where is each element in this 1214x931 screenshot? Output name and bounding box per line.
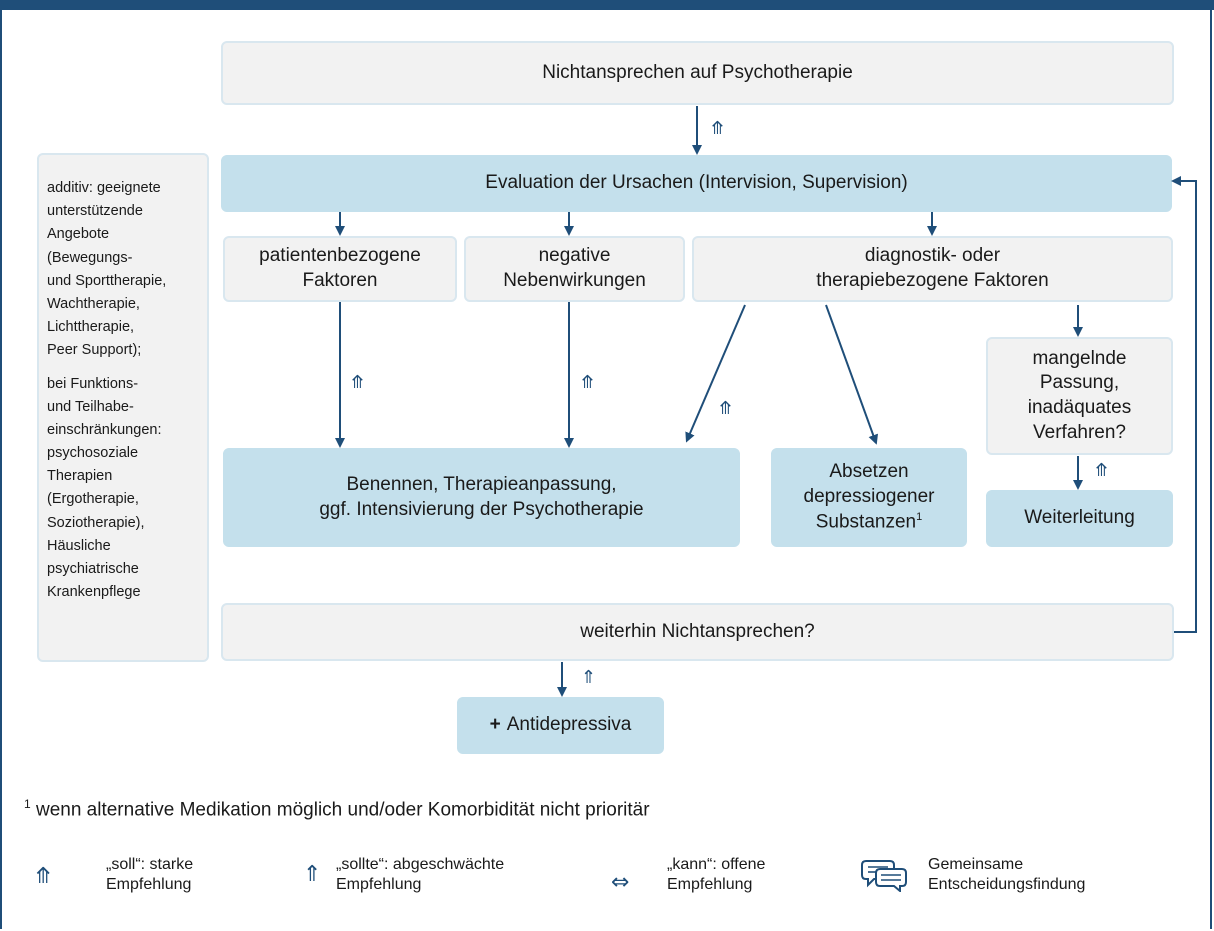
strong-recommendation-icon: ⤊	[1094, 460, 1110, 481]
diagnostic-line-1: diagnostik- oder	[864, 245, 1001, 267]
sidebar-line: unterstützende	[47, 203, 143, 220]
box-patient-factors: patientenbezogene Faktoren	[223, 236, 457, 302]
arrow-loop-back-to-evaluation	[1171, 176, 1197, 633]
mismatch-line-1: mangelnde	[1032, 347, 1127, 369]
box-naming-adjustment: Benennen, Therapieanpassung, ggf. Intens…	[223, 448, 740, 547]
patient-line-1: patientenbezogene	[259, 245, 421, 267]
sidebar-line: und Sporttherapie,	[47, 272, 167, 289]
legend-open-icon: ⇔	[611, 870, 630, 895]
plus-sign: +	[489, 714, 501, 736]
referral-label: Weiterleitung	[1024, 507, 1135, 529]
side-effects-line-2: Nebenwirkungen	[503, 270, 646, 291]
box-evaluation: Evaluation der Ursachen (Intervision, Su…	[221, 155, 1172, 212]
legend-strong-line-1: „soll“: starke	[106, 856, 194, 873]
legend-open: „kann“: offene Empfehlung	[667, 855, 765, 895]
sidebar-line: Lichttherapie,	[47, 319, 135, 336]
footnote: 1 wenn alternative Medikation möglich un…	[24, 797, 650, 821]
sidebar-line: bei Funktions-	[47, 375, 139, 392]
sidebar-line: Häusliche	[47, 537, 111, 554]
sidebar-line: und Teilhabe-	[47, 398, 134, 415]
legend-weak-line-1: „sollte“: abgeschwächte	[336, 856, 505, 873]
legend-strong-line-2: Empfehlung	[106, 876, 192, 893]
box-mismatch: mangelnde Passung, inadäquates Verfahren…	[986, 337, 1173, 455]
sidebar-additional-offers: additiv: geeignete unterstützende Angebo…	[37, 153, 209, 662]
sidebar-line: Peer Support);	[47, 342, 142, 359]
footnote-ref: 1	[916, 510, 923, 523]
legend-weak: „sollte“: abgeschwächte Empfehlung	[336, 855, 504, 895]
arrow-diagnostic-to-naming	[685, 304, 746, 443]
discontinue-line-2: depressiogener	[803, 485, 935, 507]
footnote-text: wenn alternative Medikation möglich und/…	[35, 799, 650, 821]
legend-strong-icon: ⤊	[34, 864, 53, 889]
discontinue-word: Substanzen	[815, 511, 917, 532]
sidebar-line: additiv: geeignete	[47, 180, 161, 196]
mismatch-line-3: inadäquates	[1027, 397, 1132, 418]
box-still-no-response: weiterhin Nichtansprechen?	[221, 603, 1174, 661]
box-no-response-psychotherapy: Nichtansprechen auf Psychotherapie	[221, 41, 1174, 105]
still-no-response-label: weiterhin Nichtansprechen?	[580, 620, 815, 642]
patient-line-2: Faktoren	[302, 270, 378, 291]
box-diagnostic-factors: diagnostik- oder therapiebezogene Faktor…	[692, 236, 1173, 302]
mismatch-line-2: Passung,	[1039, 372, 1120, 394]
sidebar-line: Soziotherapie),	[47, 514, 145, 531]
naming-line-1: Benennen, Therapieanpassung,	[346, 473, 617, 495]
arrow-diagnostic-to-discontinue	[825, 304, 878, 445]
legend-weak-line-2: Empfehlung	[336, 876, 422, 893]
box-side-effects: negative Nebenwirkungen	[464, 236, 685, 302]
box-antidepressants: + Antidepressiva	[457, 697, 664, 754]
legend-shared-line-1: Gemeinsame	[928, 856, 1024, 873]
discontinue-line-3: Substanzen1	[816, 510, 922, 535]
strong-recommendation-icon: ⤊	[710, 118, 726, 139]
speech-bubbles-icon	[861, 860, 907, 892]
mismatch-line-4: Verfahren?	[1033, 421, 1126, 443]
strong-recommendation-icon: ⤊	[718, 398, 734, 419]
weak-recommendation-icon: ⇑	[581, 667, 597, 688]
box-no-response-label: Nichtansprechen auf Psychotherapie	[542, 61, 853, 83]
sidebar-line: Angebote	[47, 226, 110, 243]
sidebar-line: (Ergotherapie,	[47, 491, 139, 508]
box-evaluation-label: Evaluation der Ursachen (Intervision, Su…	[485, 172, 908, 194]
sidebar-paragraph-1: additiv: geeignete unterstützende Angebo…	[47, 177, 201, 363]
sidebar-line: Wachtherapie,	[47, 295, 140, 312]
box-referral: Weiterleitung	[986, 490, 1173, 547]
sidebar-paragraph-2: bei Funktions- und Teilhabe- einschränku…	[47, 373, 201, 605]
antidepressants-label: Antidepressiva	[506, 714, 632, 736]
naming-line-2: ggf. Intensivierung der Psychotherapie	[319, 498, 644, 520]
box-discontinue-substances: Absetzen depressiogener Substanzen1	[771, 448, 967, 547]
strong-recommendation-icon: ⤊	[350, 372, 366, 393]
sidebar-line: einschränkungen:	[47, 421, 162, 438]
sidebar-line: psychosoziale	[47, 445, 139, 462]
legend-open-line-1: „kann“: offene	[667, 856, 766, 873]
diagnostic-line-2: therapiebezogene Faktoren	[816, 270, 1049, 291]
sidebar-line: Therapien	[47, 468, 113, 485]
side-effects-line-1: negative	[538, 245, 611, 267]
sidebar-line: Krankenpflege	[47, 584, 141, 601]
top-bar	[0, 0, 1214, 10]
legend-shared-decision: Gemeinsame Entscheidungsfindung	[928, 855, 1085, 895]
sidebar-line: (Bewegungs-	[47, 249, 133, 266]
footnote-marker: 1	[24, 797, 31, 811]
strong-recommendation-icon: ⤊	[580, 372, 596, 393]
legend-strong: „soll“: starke Empfehlung	[106, 855, 193, 895]
discontinue-line-1: Absetzen	[829, 461, 909, 483]
sidebar-line: psychiatrische	[47, 561, 139, 577]
legend-weak-icon: ⇑	[303, 862, 322, 887]
legend-open-line-2: Empfehlung	[667, 876, 753, 893]
legend-shared-line-2: Entscheidungsfindung	[928, 876, 1086, 893]
